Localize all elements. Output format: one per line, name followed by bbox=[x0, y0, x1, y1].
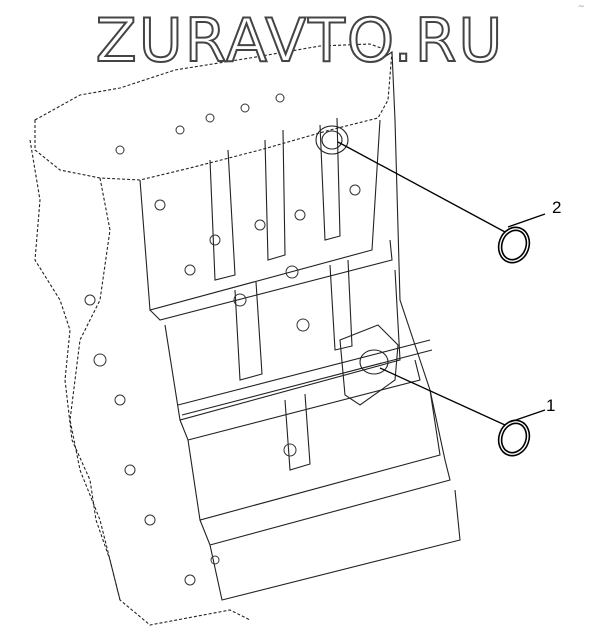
leader-lines bbox=[337, 141, 546, 426]
bolt-holes bbox=[84, 93, 361, 586]
callout-1: 1 bbox=[546, 396, 556, 415]
corner-mark: ~ bbox=[577, 2, 585, 12]
o-ring-1-icon bbox=[497, 419, 531, 457]
o-ring-seals bbox=[497, 226, 531, 457]
o-ring-2-icon bbox=[497, 226, 531, 264]
engine-block-outline bbox=[29, 43, 461, 626]
callout-2: 2 bbox=[552, 198, 562, 217]
watermark: ZURAVTO.RU bbox=[95, 5, 505, 77]
